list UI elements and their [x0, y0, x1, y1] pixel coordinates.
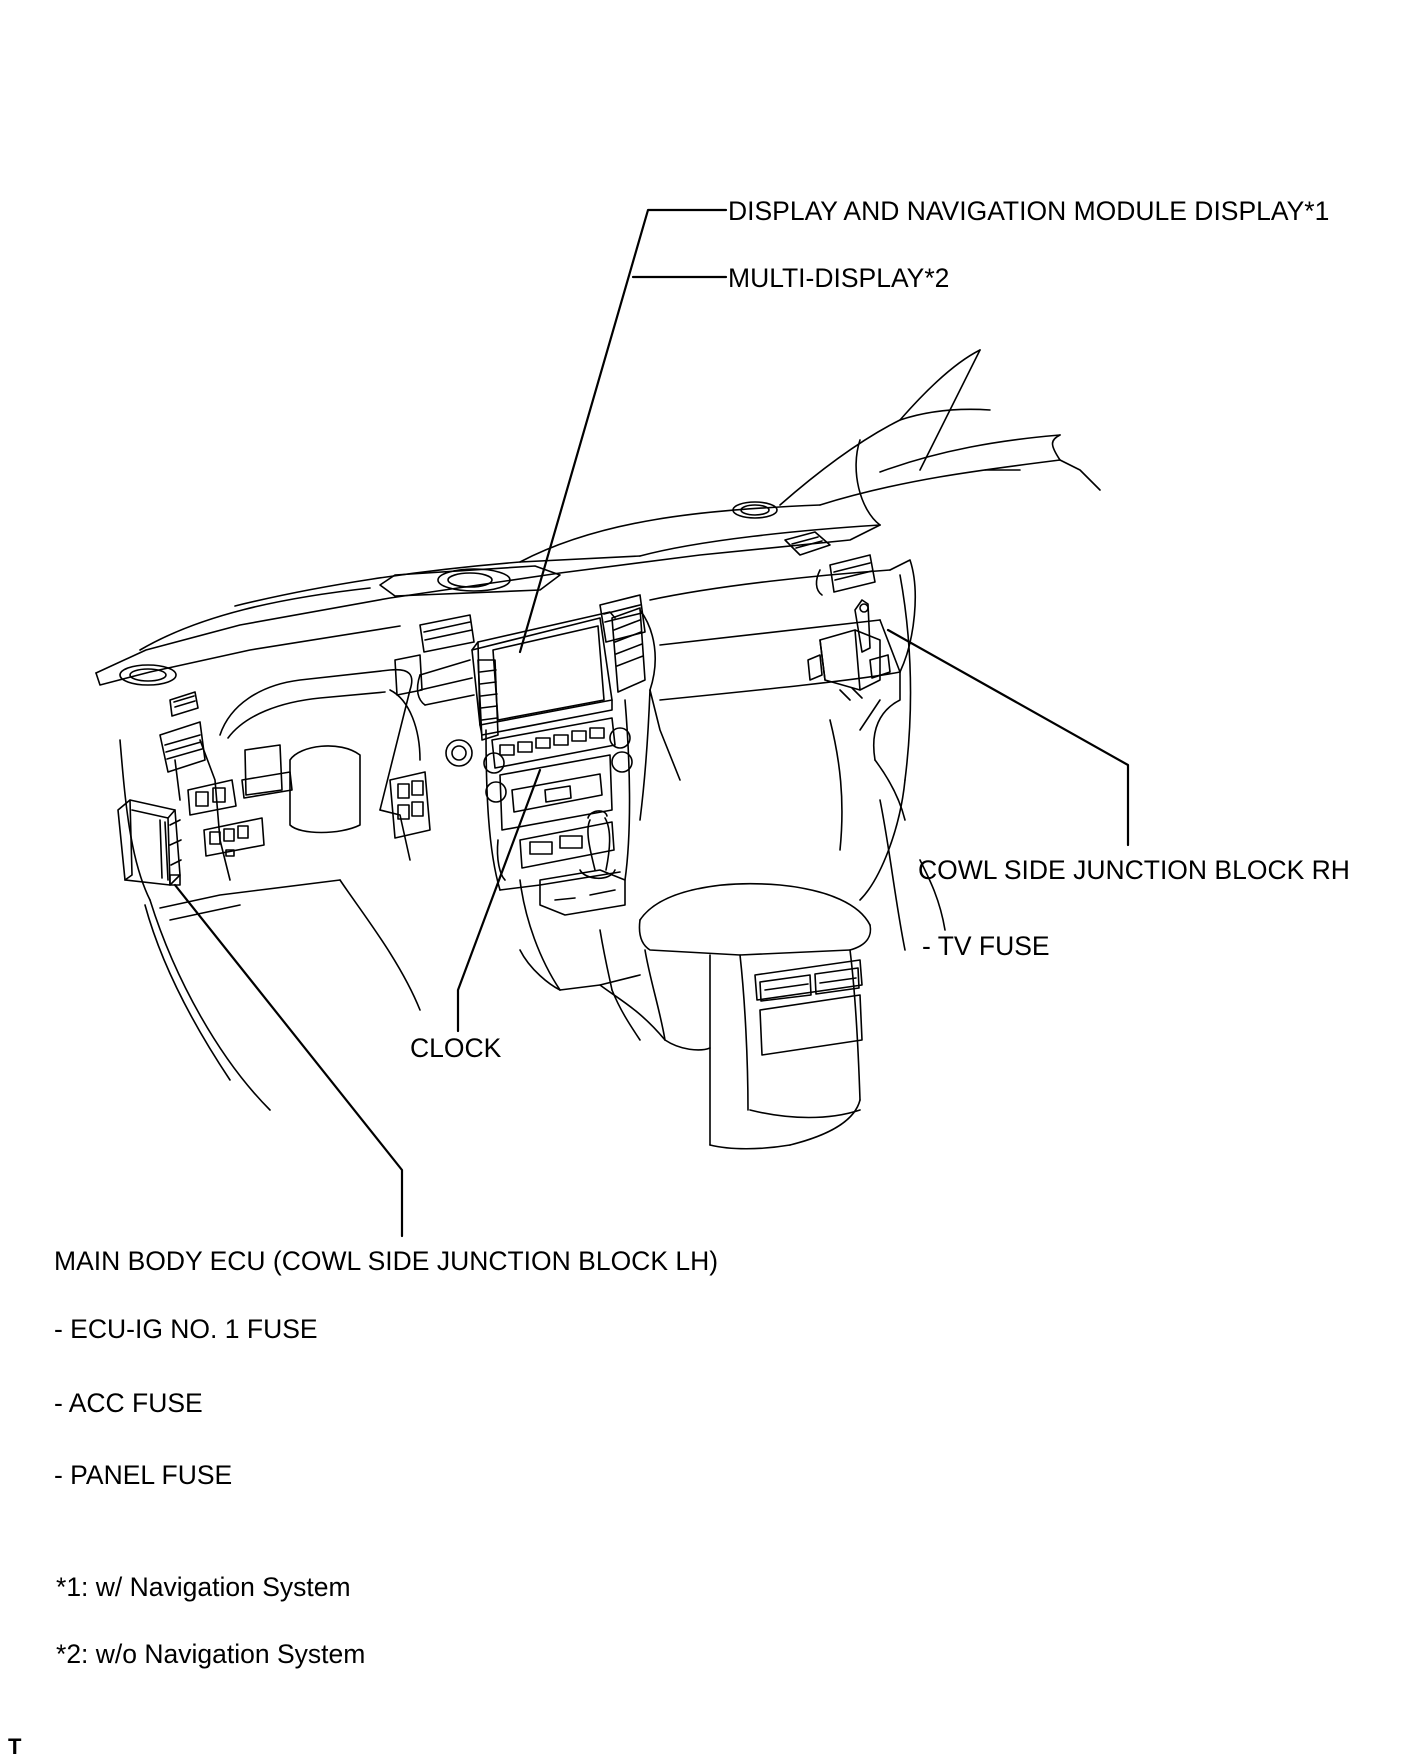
leader-lines — [173, 208, 1130, 1238]
corner-mark: T — [8, 1734, 22, 1759]
main-body-ecu — [117, 799, 182, 886]
left-switch-panel — [187, 771, 293, 857]
left-vent — [159, 691, 206, 773]
footnote-2: *2: w/o Navigation System — [56, 1639, 366, 1669]
label-main-body-ecu: MAIN BODY ECU (COWL SIDE JUNCTION BLOCK … — [54, 1246, 719, 1276]
footnote-1: *1: w/ Navigation System — [56, 1572, 351, 1602]
right-small-vent — [784, 531, 831, 556]
label-ecu-ig-fuse: - ECU-IG NO. 1 FUSE — [54, 1314, 318, 1344]
label-panel-fuse: - PANEL FUSE — [54, 1460, 233, 1490]
label-multi-display: MULTI-DISPLAY*2 — [728, 263, 950, 293]
shift-lever — [539, 810, 626, 916]
cowl-side-junction-block-rh — [807, 599, 891, 701]
label-display-navigation-module: DISPLAY AND NAVIGATION MODULE DISPLAY*1 — [728, 196, 1330, 226]
center-stack — [394, 594, 656, 891]
dashboard-outline — [95, 349, 1101, 686]
label-clock: CLOCK — [410, 1033, 502, 1063]
left-lower-dash — [119, 739, 421, 1111]
right-speaker — [732, 501, 778, 519]
label-cowl-side-junction-block-rh: COWL SIDE JUNCTION BLOCK RH — [918, 855, 1350, 885]
right-of-cluster-switches — [389, 771, 431, 839]
right-dash — [649, 554, 916, 901]
center-speaker — [379, 565, 561, 597]
right-lower-trim — [879, 799, 946, 951]
label-acc-fuse: - ACC FUSE — [54, 1388, 203, 1418]
instrument-cluster — [219, 668, 421, 861]
left-speaker — [119, 664, 177, 686]
label-tv-fuse: - TV FUSE — [922, 931, 1050, 961]
center-console — [519, 879, 872, 1150]
